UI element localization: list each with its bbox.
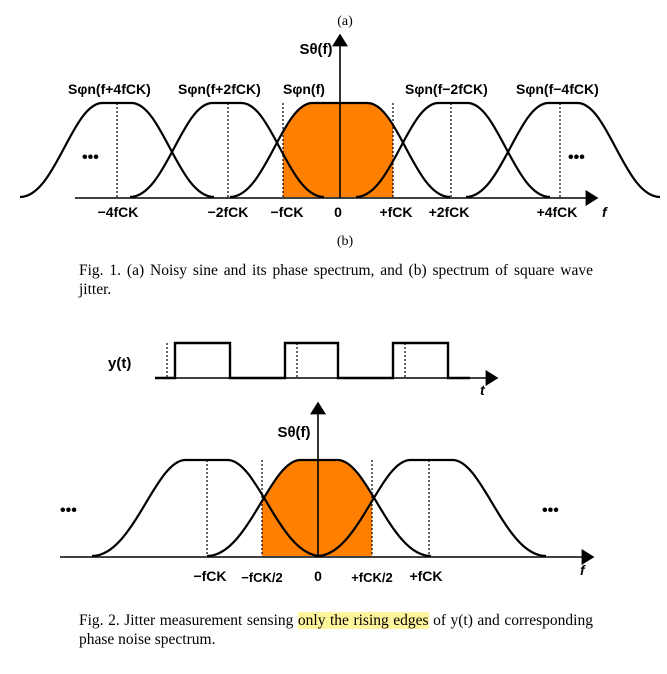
- fig2-axis-var: f: [580, 562, 586, 578]
- fig1-ellipsis-left: •••: [82, 149, 99, 166]
- fig1-tick: +fCK: [379, 204, 412, 220]
- figure-2-spectrum: Sθ(f) ••• ••• −fCK −fCK/2 0 +fCK/2 +fCK …: [60, 401, 595, 585]
- fig1-label-curve-zero: Sφn(f): [283, 81, 325, 97]
- figure-2-waveform: y(t) t: [108, 341, 499, 398]
- fig2-tick: −fCK/2: [241, 570, 283, 585]
- fig1-curve-minus2: [355, 101, 551, 199]
- fig1-axis-var: f: [602, 204, 608, 220]
- fig1-label-curve-minus2: Sφn(f−2fCK): [405, 81, 488, 97]
- fig2-ellipsis-right: •••: [542, 502, 559, 519]
- caption2-before: Fig. 2. Jitter measurement sensing: [79, 612, 298, 629]
- fig1-label-curve-minus4: Sφn(f−4fCK): [516, 81, 599, 97]
- fig2-ellipsis-left: •••: [60, 502, 77, 519]
- fig1-tick: 0: [334, 204, 342, 220]
- fig1-curve-plus4: [19, 101, 215, 199]
- fig2-tick: +fCK/2: [351, 570, 393, 585]
- fig1-tick: +4fCK: [537, 204, 578, 220]
- fig1-tick: −2fCK: [208, 204, 249, 220]
- fig1-label-curve-plus2: Sφn(f+2fCK): [178, 81, 261, 97]
- figure-1: (a) Sθ(f) Sφn(f+4fCK) Sφn(f+2fCK) Sφn(f): [19, 14, 661, 249]
- fig2-curve-right: [316, 458, 547, 558]
- fig2-dotted-markers: [206, 460, 430, 556]
- fig1-curve-minus4: [465, 101, 661, 199]
- fig1-y-label: Sθ(f): [299, 41, 332, 58]
- fig2-tick: 0: [314, 568, 322, 584]
- fig2-orange-fill: [262, 460, 372, 556]
- fig2-y-label: Sθ(f): [277, 424, 310, 441]
- fig1-label-b: (b): [337, 234, 354, 249]
- fig1-curve-plus2: [129, 101, 325, 199]
- figure-1-caption: Fig. 1. (a) Noisy sine and its phase spe…: [79, 262, 593, 298]
- fig2-tick: +fCK: [409, 568, 442, 584]
- fig1-label-curve-plus4: Sφn(f+4fCK): [68, 81, 151, 97]
- square-wave: [155, 341, 470, 380]
- caption2-highlight: only the rising edges: [297, 612, 429, 629]
- fig2-tick: −fCK: [193, 568, 226, 584]
- caption2-after: of y(t) and corresponding phase noise sp…: [79, 612, 593, 648]
- fig1-tick: −fCK: [270, 204, 303, 220]
- fig2-wave-label: y(t): [108, 355, 131, 372]
- figure-2-caption: Fig. 2. Jitter measurement sensing only …: [79, 611, 593, 649]
- fig1-tick: +2fCK: [429, 204, 470, 220]
- fig1-orange-fill: [283, 103, 393, 197]
- fig1-tick: −4fCK: [98, 204, 139, 220]
- fig2-time-var: t: [480, 382, 486, 398]
- fig1-ellipsis-right: •••: [568, 149, 585, 166]
- fig1-label-a: (a): [337, 14, 353, 29]
- fig2-curve-center: [206, 458, 432, 558]
- fig2-edge-markers: [166, 343, 406, 378]
